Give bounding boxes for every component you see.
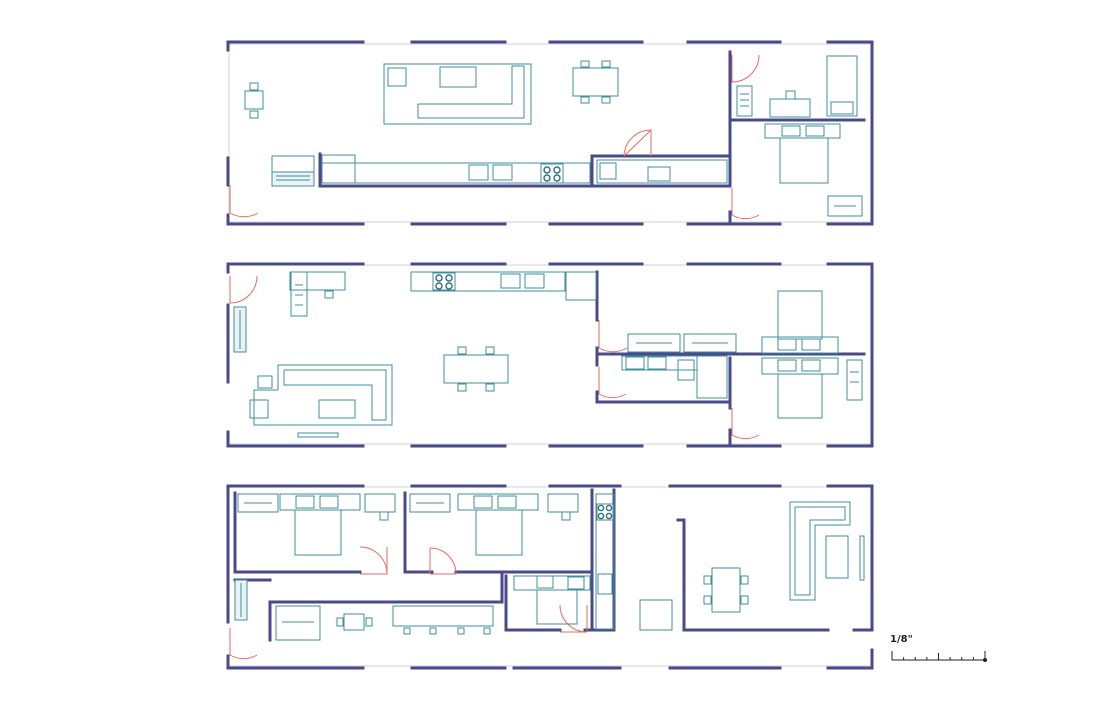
exterior-walls: [226, 40, 874, 226]
furniture: [244, 55, 863, 217]
exterior-walls: [226, 484, 874, 670]
floor-plan-3: [226, 484, 874, 670]
floor-plan-1: [226, 40, 874, 226]
scale-end-dot: [983, 658, 987, 662]
door-swings: [229, 54, 760, 220]
door-swings: [229, 275, 760, 440]
scale-label: 1/8": [890, 634, 913, 645]
scale-ticks: [891, 651, 987, 662]
floor-plan-2: [226, 262, 874, 448]
door-swings: [229, 546, 588, 660]
exterior-walls: [226, 262, 874, 448]
furniture: [234, 493, 865, 641]
scale-bar: 1/8": [890, 634, 987, 662]
furniture: [233, 271, 863, 438]
interior-walls: [318, 50, 866, 226]
interior-walls: [595, 270, 866, 448]
